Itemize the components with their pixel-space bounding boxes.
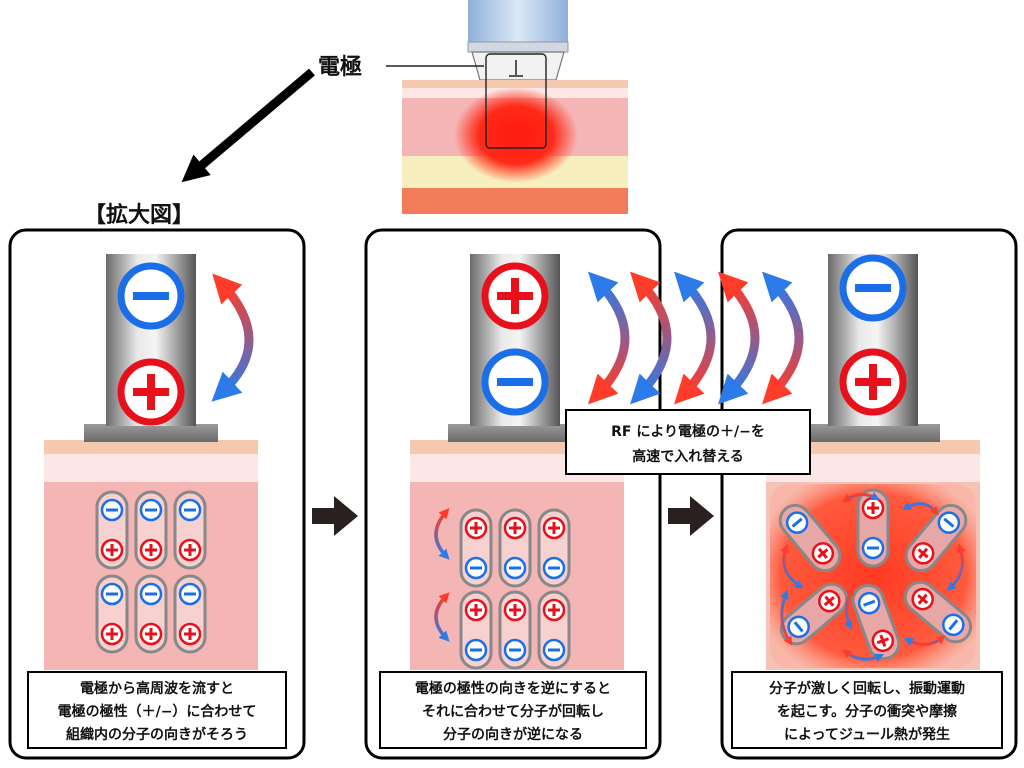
panel-3-caption-line-1: 分子が激しく回転し、振動運動 <box>769 680 965 697</box>
panel-1-molecules <box>95 490 207 654</box>
rf-arrow-icon <box>718 271 760 405</box>
probe-ring <box>467 41 569 53</box>
panel-3-caption-line-2: を起こす。分子の衝突や摩擦 <box>777 703 957 720</box>
panel-3-molecules <box>778 488 973 661</box>
panel-2-molecules <box>459 508 571 670</box>
vibration-arrow-icon <box>842 491 881 503</box>
panel-2-caption-box <box>379 671 647 749</box>
rf-arrow-icon <box>762 271 804 405</box>
molecule <box>134 490 168 570</box>
vibration-arrow-icon <box>842 649 885 662</box>
panel-1-skin <box>44 440 258 454</box>
minus-icon <box>133 292 169 300</box>
molecule <box>537 590 571 670</box>
panel-3: 分子が激しく回転し、振動運動 を起こす。分子の衝突や摩擦 によってジュール熱が発… <box>720 228 1018 760</box>
vibration-arrow-icon <box>780 589 793 646</box>
panel-2-caption-line-2: それに合わせて分子が回転し <box>422 703 604 720</box>
molecule <box>459 508 493 588</box>
panel-2-plus-pole <box>481 262 549 330</box>
panel-1-caption-line-2: 電極の極性（＋/−）に合わせて <box>58 703 257 720</box>
tissue-muscle-layer <box>402 188 628 214</box>
vibration-arrow-icon <box>780 543 804 589</box>
molecule <box>134 574 168 654</box>
heat-zone-top <box>454 87 578 183</box>
panel-3-electrode-base <box>806 424 940 442</box>
molecule <box>498 590 532 670</box>
tissue-skin-layer <box>402 80 628 88</box>
panel-2-caption-line-3: 分子の向きが逆になる <box>443 726 583 743</box>
panel-2-minus-pole <box>481 348 549 416</box>
molecule <box>498 508 532 588</box>
molecule <box>856 488 890 568</box>
top-illustration: 電極 【拡大図】 <box>84 0 628 228</box>
molecule <box>904 503 968 573</box>
molecule <box>95 490 129 570</box>
panel-1-electrode-base <box>84 424 218 442</box>
rotation-arrow-icon <box>211 273 254 402</box>
molecule <box>459 590 493 670</box>
minus-icon <box>855 284 891 292</box>
probe-handle <box>468 0 568 44</box>
panel-2-electrode-base <box>448 424 582 442</box>
vibration-arrow-icon <box>946 543 966 591</box>
zoom-arrow-icon <box>181 68 315 183</box>
next-step-arrow-icon <box>668 496 714 536</box>
molecule <box>778 503 842 573</box>
molecule <box>851 583 901 661</box>
vibration-arrow-icon <box>844 586 855 631</box>
zoom-frame <box>485 53 547 149</box>
panel-3-caption-box <box>731 671 1003 749</box>
panel-1-epidermis <box>44 454 258 482</box>
panel-2-caption-line-1: 電極の極性の向きを逆にすると <box>415 680 611 697</box>
molecule <box>903 580 973 644</box>
panel-3-skin <box>766 440 980 454</box>
rf-note-line-2: 高速で入れ替える <box>632 448 744 465</box>
molecule <box>173 490 207 570</box>
rf-note-box <box>565 409 811 475</box>
rf-note-line-1: RF により電極の＋/−を <box>611 423 765 440</box>
panel-1-plus-pole <box>117 358 185 426</box>
small-rotation-arrow-icon <box>434 508 450 560</box>
zoom-label: 【拡大図】 <box>84 203 194 228</box>
panel-1-caption-line-3: 組織内の分子の向きがそろう <box>66 726 248 743</box>
electrode-pin-icon <box>509 60 523 77</box>
rf-arrow-icon <box>630 271 672 405</box>
vibration-arrow-icon <box>902 501 939 516</box>
panel-1-caption-box <box>27 671 287 749</box>
panel-2: 電極の極性の向きを逆にすると それに合わせて分子が回転し 分子の向きが逆になる <box>364 228 662 760</box>
rf-arrow-icon <box>588 271 630 405</box>
rf-arrow-icon <box>674 271 716 405</box>
next-step-arrow-icon <box>312 496 358 536</box>
molecule <box>95 574 129 654</box>
panel-3-caption-line-3: によってジュール熱が発生 <box>784 726 950 743</box>
small-rotation-arrow-icon <box>434 592 450 642</box>
rf-switch-arrows <box>588 271 804 405</box>
vibration-arrow-icon <box>904 635 946 647</box>
molecule <box>173 574 207 654</box>
molecule <box>537 508 571 588</box>
panel-3-plus-pole <box>839 348 907 416</box>
electrode-label: 電極 <box>318 54 362 80</box>
minus-icon <box>497 378 533 386</box>
panel-1: 電極から高周波を流すと 電極の極性（＋/−）に合わせて 組織内の分子の向きがそろ… <box>8 228 306 760</box>
panel-3-minus-pole <box>839 254 907 322</box>
panel-1-minus-pole <box>117 262 185 330</box>
panel-1-caption-line-1: 電極から高周波を流すと <box>80 680 234 697</box>
